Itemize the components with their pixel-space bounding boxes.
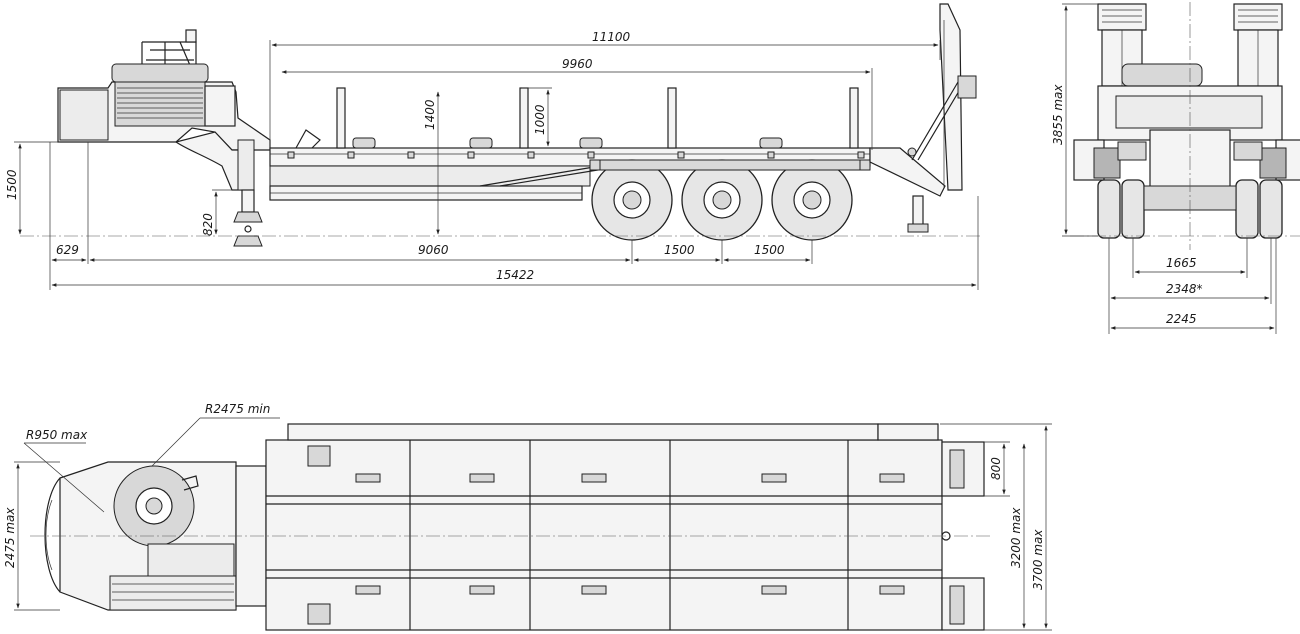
dim-axle-spacing-1: 1500 <box>664 243 695 257</box>
dim-track-inner: 1665 <box>1166 256 1197 270</box>
dim-stake-span: 11100 <box>592 30 631 44</box>
dim-front-overhang: 629 <box>56 243 79 257</box>
tie-down-points <box>355 473 905 595</box>
dim-support-height: 820 <box>201 213 215 236</box>
top-dimensions: R2475 min R950 max 2475 max 800 3200 max… <box>3 402 1052 631</box>
side-dimensions: 11100 9960 1400 1000 1500 820 629 <box>5 30 979 290</box>
axle-wheels <box>591 159 861 241</box>
dim-kingpin-to-axle: 9060 <box>418 243 449 257</box>
dim-width-inner: 3200 max <box>1009 507 1023 568</box>
dim-rear-height: 3855 max <box>1051 84 1065 145</box>
side-view: 11100 9960 1400 1000 1500 820 629 <box>5 3 980 290</box>
rear-ramp <box>869 3 977 233</box>
dim-track-outer: 2348* <box>1166 282 1203 296</box>
dim-overall-length: 15422 <box>496 268 534 282</box>
dim-ramp-width: 800 <box>989 457 1003 480</box>
dim-stake-height: 1400 <box>423 99 437 130</box>
dim-stanchion-height: 1000 <box>533 104 547 135</box>
gooseneck <box>57 29 271 247</box>
dim-axle-spacing-2: 1500 <box>754 243 785 257</box>
rear-view: 3855 max 1665 2348* 2245 <box>1051 2 1300 334</box>
dim-front-radius: R950 max <box>26 428 88 442</box>
dim-swing-radius: R2475 min <box>205 402 270 416</box>
dim-rear-width: 2245 <box>1166 312 1197 326</box>
dim-width-outer: 3700 max <box>1031 529 1045 590</box>
top-view: R2475 min R950 max 2475 max 800 3200 max… <box>3 402 1052 631</box>
dim-deck-length: 9960 <box>562 57 593 71</box>
rear-dimensions: 3855 max 1665 2348* 2245 <box>1051 3 1277 334</box>
dim-height-overall: 1500 <box>5 169 19 200</box>
dim-front-width: 2475 max <box>3 507 17 568</box>
